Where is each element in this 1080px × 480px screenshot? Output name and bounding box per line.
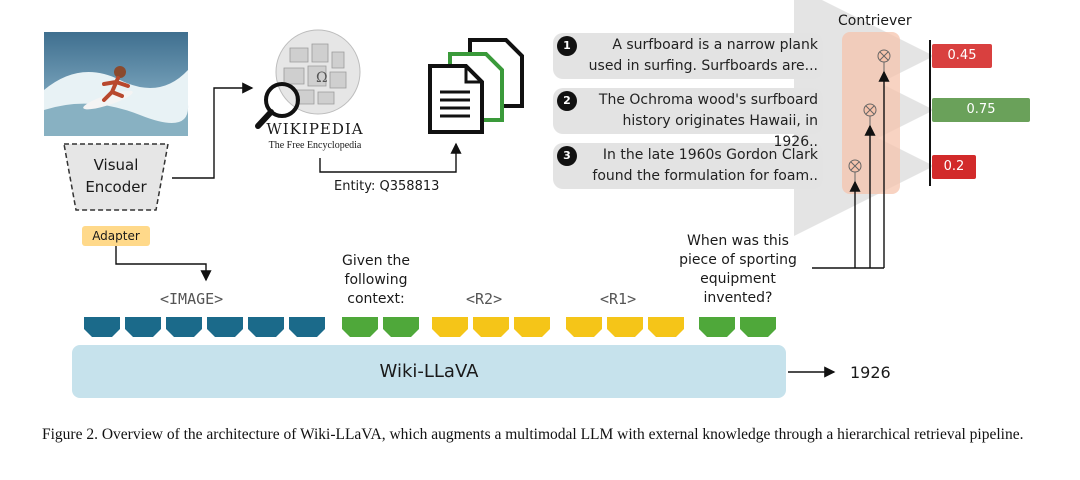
text-token: [740, 317, 776, 337]
image-token: [248, 317, 284, 337]
token-row: [84, 317, 776, 337]
document-text-1: A surfboard is a narrow plank used in su…: [588, 37, 818, 74]
retrieved-document-2: [553, 88, 823, 134]
answer-output: 1926: [850, 363, 891, 382]
context-prompt-text: Given the following context:: [342, 253, 410, 307]
question-text: When was this piece of sporting equipmen…: [679, 233, 797, 306]
retrieved-document-1: [553, 33, 823, 79]
image-token: [207, 317, 243, 337]
surfer-photo: [44, 32, 189, 136]
document-index-3: 3: [557, 146, 577, 166]
document-index-1: 1: [557, 36, 577, 56]
text-token: [342, 317, 378, 337]
wikipedia-wordmark: WIKIPEDIA: [266, 120, 364, 138]
documents-icon: [428, 38, 524, 134]
retrieved-token: [607, 317, 643, 337]
document-text-2: The Ochroma wood's surfboard history ori…: [598, 92, 818, 150]
image-token: [84, 317, 120, 337]
retrieved-document-3: [553, 143, 823, 189]
retrieved-token: [432, 317, 468, 337]
image-token: [166, 317, 202, 337]
text-token: [383, 317, 419, 337]
wiki-llava-model-block: Wiki-LLaVA: [72, 345, 786, 398]
r2-token-label: <R2>: [466, 290, 503, 308]
retrieved-token: [648, 317, 684, 337]
text-token: [699, 317, 735, 337]
visual-encoder-label: Visual Encoder: [85, 156, 147, 196]
contriever-label: Contriever: [838, 13, 912, 29]
svg-text:Ω: Ω: [316, 70, 328, 86]
adapter-block: Adapter: [82, 226, 150, 246]
document-text-3: In the late 1960s Gordon Clark found the…: [592, 147, 818, 184]
retrieved-token: [514, 317, 550, 337]
wikipedia-globe-icon: Ω: [275, 29, 361, 115]
magnifier-icon: [255, 82, 300, 129]
entity-label: Entity: Q358813: [334, 179, 440, 194]
retrieved-token: [566, 317, 602, 337]
r1-token-label: <R1>: [600, 290, 637, 308]
score-doc-1: 0.45: [932, 44, 992, 68]
score-doc-2: 0.75: [932, 98, 1030, 122]
image-token-label: <IMAGE>: [160, 290, 224, 308]
image-token: [289, 317, 325, 337]
visual-encoder-shape: [63, 143, 169, 211]
score-doc-3: 0.2: [932, 155, 976, 179]
figure-caption: Figure 2. Overview of the architecture o…: [42, 426, 1024, 443]
image-token: [125, 317, 161, 337]
document-index-2: 2: [557, 91, 577, 111]
wikipedia-tagline: The Free Encyclopedia: [268, 140, 362, 151]
retrieved-token: [473, 317, 509, 337]
